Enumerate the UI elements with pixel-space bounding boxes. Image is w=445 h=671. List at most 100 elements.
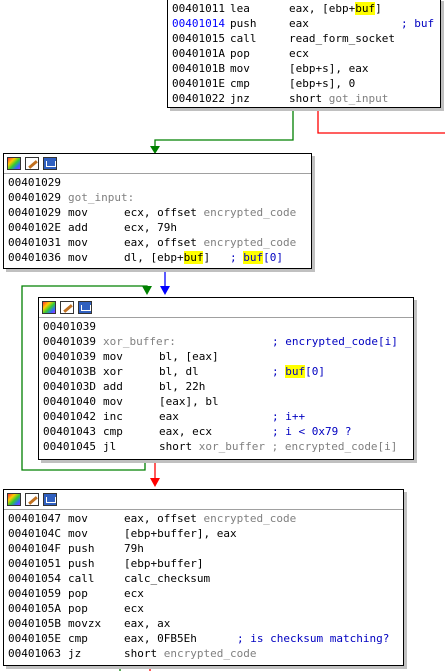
- operand: [ebp+buffer]: [124, 557, 204, 570]
- mnemonic: jnz: [230, 92, 250, 105]
- instruction-line[interactable]: 00401043 cmp eax, ecx ; i < 0x79 ?: [39, 424, 413, 439]
- mnemonic: jz: [68, 647, 82, 660]
- mnemonic: movzx: [68, 617, 102, 630]
- comment: ; buf: [401, 17, 435, 30]
- highlight-buf: buf: [183, 251, 204, 264]
- mnemonic: mov: [103, 395, 123, 408]
- operand: short xor_buffer ; encrypted_code[i]: [159, 440, 398, 453]
- graph-color-icon[interactable]: [42, 301, 56, 314]
- comment: ; i++: [272, 410, 306, 423]
- graph-color-icon[interactable]: [7, 493, 21, 506]
- mnemonic: cmp: [103, 425, 123, 438]
- instruction-line[interactable]: 00401015 call read_form_socket: [168, 31, 440, 46]
- address: 00401011: [172, 2, 225, 15]
- graph-color-icon[interactable]: [7, 157, 21, 170]
- address: 00401059: [8, 587, 61, 600]
- group-nodes-icon[interactable]: [43, 493, 57, 506]
- label-line[interactable]: 00401029 got_input:: [8, 191, 135, 204]
- operand: ecx: [289, 47, 309, 60]
- operand: ecx: [124, 587, 144, 600]
- mnemonic: mov: [68, 236, 88, 249]
- instruction-line[interactable]: 00401036 mov dl, [ebp+buf] ; buf[0]: [8, 251, 283, 264]
- mnemonic: jl: [103, 440, 117, 453]
- edit-icon[interactable]: [25, 493, 39, 506]
- symbol-ref: encrypted_code: [203, 206, 297, 219]
- address: 0040103D: [43, 380, 96, 393]
- operand: eax, offset encrypted_code: [124, 236, 297, 249]
- operand: eax, ax: [124, 617, 171, 630]
- comment: ; buf[0]: [272, 365, 325, 378]
- symbol-ref: encrypted_code: [203, 512, 297, 525]
- instruction-line[interactable]: 00401045 jl short xor_buffer ; encrypted_c…: [39, 439, 413, 454]
- label-got-input[interactable]: got_input:: [68, 191, 135, 204]
- operand: ecx: [124, 602, 144, 615]
- address: 00401015: [172, 32, 225, 45]
- address: 00401051: [8, 557, 61, 570]
- symbol-ref: got_input: [328, 92, 389, 105]
- operand: read_form_socket: [289, 32, 395, 45]
- address: 0040105A: [8, 602, 61, 615]
- block-toolbar: [39, 298, 413, 318]
- block-address-line[interactable]: 00401029: [8, 176, 61, 189]
- label-line[interactable]: 00401039 xor_buffer: ; encrypted_code[i]: [43, 335, 398, 348]
- address: 00401022: [172, 92, 225, 105]
- code-block-xor-buffer[interactable]: 00401039 00401039 xor_buffer: ; encrypte…: [38, 297, 414, 460]
- group-nodes-icon[interactable]: [78, 301, 92, 314]
- edge-jnz-false: [317, 108, 445, 134]
- mnemonic: pop: [68, 587, 88, 600]
- address: 0040101A: [172, 47, 225, 60]
- comment: ; i < 0x79 ?: [272, 425, 352, 438]
- mnemonic: push: [68, 542, 95, 555]
- mnemonic: inc: [103, 410, 123, 423]
- edge-arrowhead: [150, 146, 160, 154]
- address: 00401054: [8, 572, 61, 585]
- operand: [ebp+buffer], eax: [124, 527, 237, 540]
- mnemonic: xor: [103, 365, 123, 378]
- group-nodes-icon[interactable]: [43, 157, 57, 170]
- address: 0040101B: [172, 62, 225, 75]
- address: 00401040: [43, 395, 96, 408]
- address: 00401045: [43, 440, 96, 453]
- operand: eax, ecx: [159, 425, 212, 438]
- block-address-line[interactable]: 00401039: [43, 320, 96, 333]
- operand: bl, 22h: [159, 380, 206, 393]
- edit-icon[interactable]: [60, 301, 74, 314]
- operand: eax, offset encrypted_code: [124, 512, 297, 525]
- block-toolbar: [4, 490, 403, 510]
- edit-icon[interactable]: [25, 157, 39, 170]
- mnemonic: call: [230, 32, 257, 45]
- instruction-line[interactable]: 00401059 pop ecx: [4, 586, 403, 601]
- address: 00401029: [8, 206, 61, 219]
- mnemonic: mov: [230, 62, 250, 75]
- label-xor-buffer[interactable]: xor_buffer:: [103, 335, 176, 348]
- address: 00401043: [43, 425, 96, 438]
- operand: 79h: [124, 542, 144, 555]
- address: 0040105E: [8, 632, 61, 645]
